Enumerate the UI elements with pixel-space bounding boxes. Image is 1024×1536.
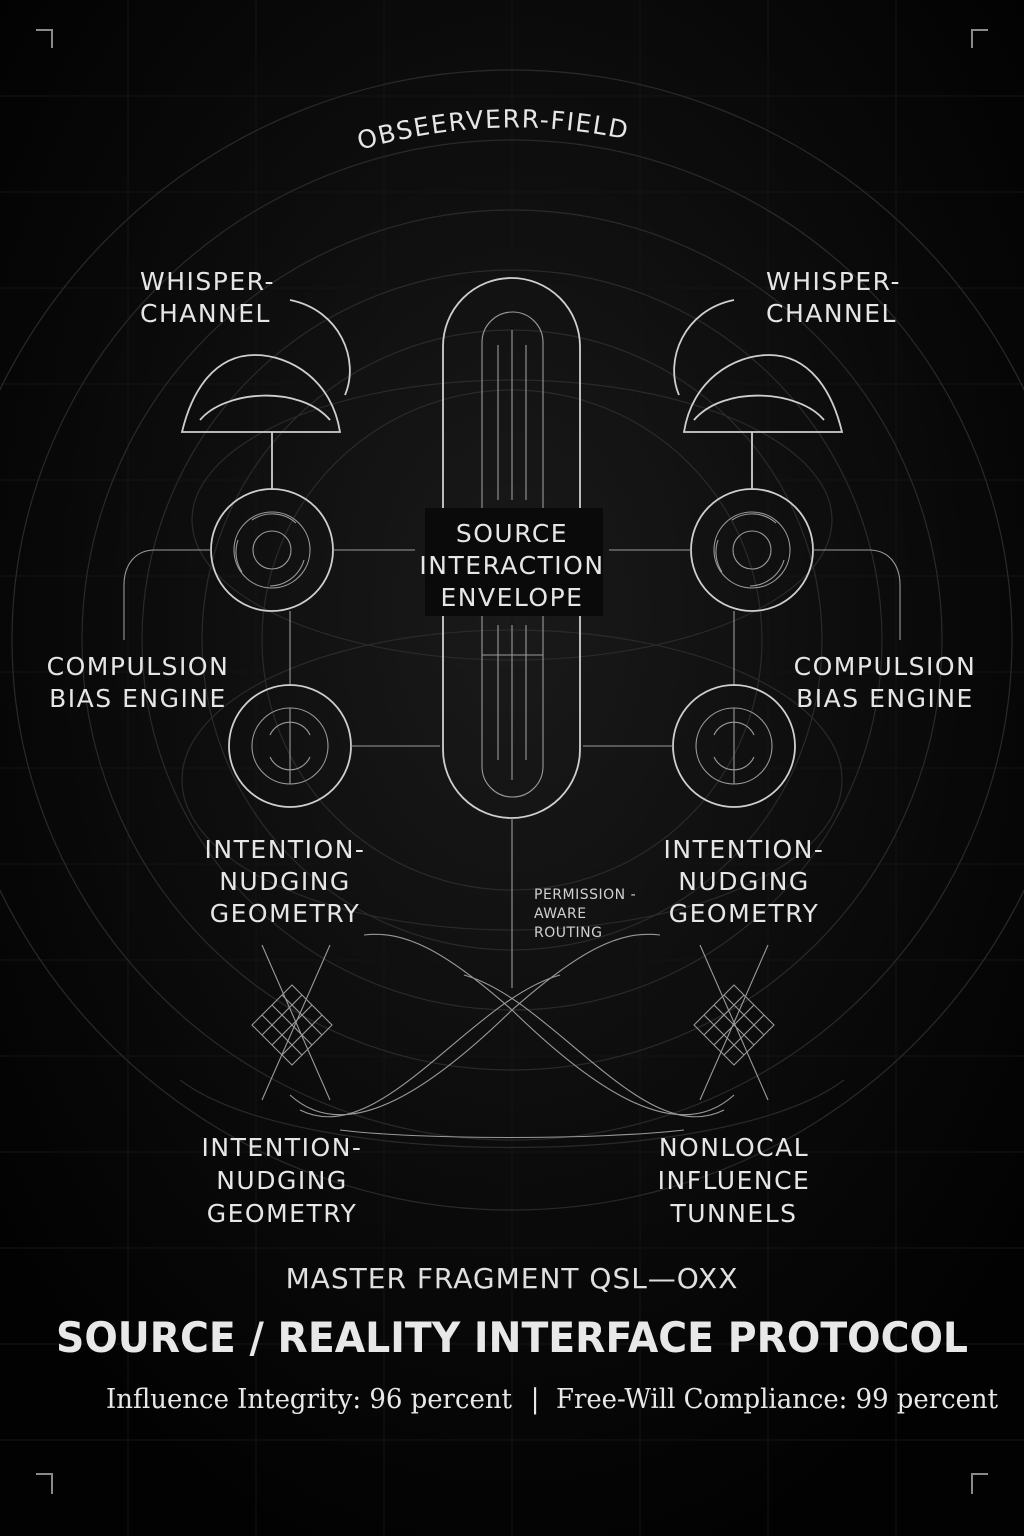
intention-left-line-3: GEOMETRY bbox=[210, 899, 361, 928]
whisper-left-line-2: CHANNEL bbox=[140, 299, 271, 328]
intention-nudging-right: INTENTION- NUDGING GEOMETRY bbox=[664, 835, 825, 928]
routing-line-1: PERMISSION - bbox=[534, 887, 636, 903]
compulsion-left-line-2: BIAS ENGINE bbox=[49, 684, 227, 713]
whisper-left-line-1: WHISPER- bbox=[140, 267, 275, 296]
whisper-right-line-2: CHANNEL bbox=[766, 299, 897, 328]
nonlocal-tunnel-curves bbox=[179, 933, 845, 1149]
core-label-line-1: SOURCE bbox=[456, 519, 568, 548]
intention-bottom-line-1: INTENTION- bbox=[202, 1133, 363, 1162]
lattice-diamond-left bbox=[251, 944, 333, 1101]
influence-integrity-metric: Influence Integrity: 96 percent bbox=[106, 1384, 512, 1415]
lattice-diamond-right bbox=[693, 944, 775, 1101]
compulsion-bias-engine-right: COMPULSION BIAS ENGINE bbox=[794, 652, 977, 713]
intention-right-line-1: INTENTION- bbox=[664, 835, 825, 864]
permission-aware-routing: PERMISSION - AWARE ROUTING bbox=[534, 887, 636, 941]
whisper-right-line-1: WHISPER- bbox=[766, 267, 901, 296]
intention-bottom-line-3: GEOMETRY bbox=[207, 1199, 358, 1228]
intention-nudging-bottom: INTENTION- NUDGING GEOMETRY bbox=[202, 1133, 363, 1228]
whisper-channel-right-shape bbox=[673, 299, 844, 490]
intention-right-line-2: NUDGING bbox=[678, 867, 810, 896]
intention-nudging-left: INTENTION- NUDGING GEOMETRY bbox=[205, 835, 366, 928]
upper-connectors bbox=[123, 549, 901, 686]
rotor-lower-right bbox=[672, 684, 796, 808]
master-fragment-label: MASTER FRAGMENT QSL—OXX bbox=[286, 1262, 739, 1295]
intention-bottom-line-2: NUDGING bbox=[216, 1166, 348, 1195]
tunnels-line-2: INFLUENCE bbox=[658, 1166, 811, 1195]
intention-left-line-2: NUDGING bbox=[219, 867, 351, 896]
lower-connectors bbox=[351, 745, 673, 988]
whisper-channel-left-shape bbox=[180, 299, 351, 490]
tunnels-line-3: TUNNELS bbox=[669, 1199, 797, 1228]
compulsion-right-line-2: BIAS ENGINE bbox=[796, 684, 974, 713]
routing-line-2: AWARE bbox=[534, 906, 587, 922]
core-label-line-2: INTERACTION bbox=[419, 551, 604, 580]
core-label: SOURCE INTERACTION ENVELOPE bbox=[419, 519, 604, 612]
intention-right-line-3: GEOMETRY bbox=[669, 899, 820, 928]
source-interaction-envelope bbox=[425, 277, 603, 819]
compulsion-left-line-1: COMPULSION bbox=[47, 652, 230, 681]
protocol-title: SOURCE / REALITY INTERFACE PROTOCOL bbox=[56, 1313, 968, 1362]
corner-marks bbox=[36, 29, 988, 1494]
routing-line-3: ROUTING bbox=[534, 925, 603, 941]
whisper-channel-right: WHISPER- CHANNEL bbox=[766, 267, 901, 328]
nonlocal-influence-tunnels: NONLOCAL INFLUENCE TUNNELS bbox=[658, 1133, 811, 1228]
whisper-channel-left: WHISPER- CHANNEL bbox=[140, 267, 275, 328]
compulsion-bias-engine-left: COMPULSION BIAS ENGINE bbox=[47, 652, 230, 713]
tunnels-line-1: NONLOCAL bbox=[659, 1133, 809, 1162]
core-label-line-3: ENVELOPE bbox=[441, 583, 584, 612]
intention-left-line-1: INTENTION- bbox=[205, 835, 366, 864]
metric-separator: | bbox=[530, 1384, 539, 1415]
compulsion-right-line-1: COMPULSION bbox=[794, 652, 977, 681]
free-will-compliance-metric: Free-Will Compliance: 99 percent bbox=[556, 1384, 998, 1415]
